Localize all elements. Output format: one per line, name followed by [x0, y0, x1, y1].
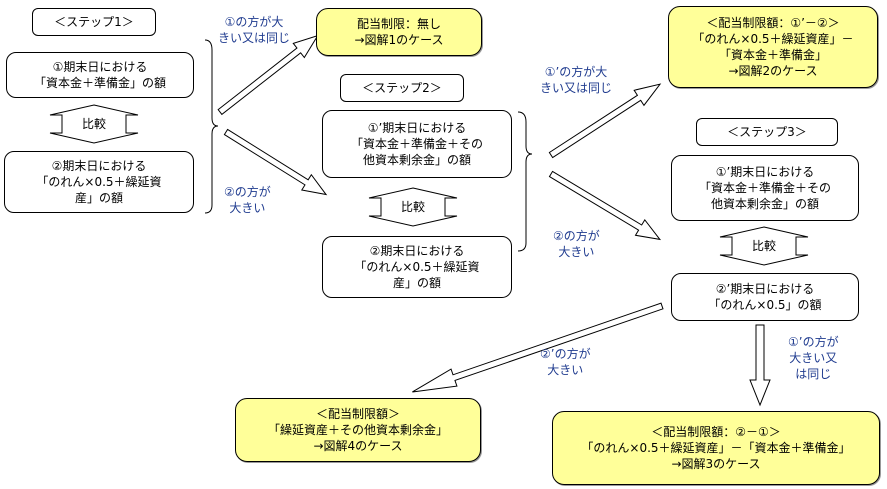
box-line: 「資本金＋準備金＋その [350, 137, 483, 151]
box-line: ②期末日における [51, 159, 147, 173]
step2-title: ＜ステップ2＞ [340, 74, 464, 102]
label-line: 大きい [547, 363, 584, 377]
double-arrow-icon [49, 104, 139, 144]
step2-compare: 比較 [367, 187, 459, 227]
box-line: →図解4のケース [313, 439, 403, 453]
compare-label: 比較 [81, 117, 106, 131]
label-line: 大きい [229, 201, 266, 215]
label-line: 大きい [558, 245, 595, 259]
box-line: ①期末日における [52, 60, 148, 74]
label-step3-down: ①’の方が 大きい又 は同じ [788, 334, 839, 382]
step3-goodwill-box: ②’期末日における 「のれん×0.5」の額 [671, 273, 859, 321]
arrow-step2-down [548, 170, 662, 241]
step1-brace [204, 39, 219, 214]
label-line: きい又は同じ [540, 81, 613, 95]
box-line: 配当制限：無し [356, 17, 441, 31]
compare-label: 比較 [751, 239, 776, 253]
box-line: 「のれん×0.5＋繰延資 [354, 260, 480, 274]
box-line: 「のれん×0.5＋繰延資産」－「資本金＋準備金」 [581, 441, 851, 455]
box-line: ＜配当制限額＞ [315, 407, 400, 421]
label-step2-down: ②の方が 大きい [553, 228, 600, 260]
box-line: 他資本剰余金」の額 [710, 197, 819, 211]
step2-title-text: ＜ステップ2＞ [362, 81, 442, 95]
box-line: 他資本剰余金」の額 [362, 153, 471, 167]
step2-capital-surplus-box: ①’期末日における 「資本金＋準備金＋その 他資本剰余金」の額 [322, 110, 512, 178]
arrow-step3-down [749, 324, 771, 407]
label-line: ①の方が大 [224, 15, 284, 29]
result-case3-box: ＜配当制限額：②－①＞ 「のれん×0.5＋繰延資産」－「資本金＋準備金」 →図解… [552, 411, 880, 485]
box-line: ②’期末日における [715, 282, 815, 296]
step1-title: ＜ステップ1＞ [32, 8, 156, 36]
box-line: 「繰延資産＋その他資本剰余金」 [267, 423, 448, 437]
box-line: →図解3のケース [671, 457, 761, 471]
box-line: 「のれん×0.5＋繰延資 [36, 175, 162, 189]
step3-title: ＜ステップ3＞ [696, 118, 838, 146]
step1-title-text: ＜ステップ1＞ [54, 15, 134, 29]
box-line: 産」の額 [74, 191, 123, 205]
box-line: 「のれん×0.5」の額 [708, 298, 822, 312]
box-line: ＜配当制限額：②－①＞ [651, 425, 781, 439]
arrow-step3-left [412, 302, 664, 393]
box-line: 「資本金＋準備金」の額 [33, 76, 166, 90]
step3-capital-surplus-box: ①’期末日における 「資本金＋準備金＋その 他資本剰余金」の額 [671, 155, 859, 221]
step3-compare: 比較 [718, 226, 810, 266]
label-line: きい又は同じ [218, 31, 291, 45]
step2-brace [517, 111, 533, 252]
label-line: 大きい又 [789, 351, 838, 365]
label-line: ②の方が [224, 185, 271, 199]
step3-title-text: ＜ステップ3＞ [727, 125, 807, 139]
step1-goodwill-box: ②期末日における 「のれん×0.5＋繰延資 産」の額 [4, 151, 194, 213]
label-line: は同じ [795, 367, 832, 381]
step1-compare: 比較 [48, 104, 140, 144]
arrow-step2-up [548, 83, 662, 159]
label-line: ①’の方が [788, 335, 839, 349]
box-line: 「資本金＋準備金＋その [698, 181, 831, 195]
result-case2-box: ＜配当制限額：①’－②＞ 「のれん×0.5＋繰延資産」－ 「資本金＋準備金」 →… [668, 6, 878, 88]
arrow-step1-down [223, 128, 328, 196]
double-arrow-icon [719, 226, 809, 266]
compare-label: 比較 [400, 200, 425, 214]
step2-goodwill-box: ②期末日における 「のれん×0.5＋繰延資 産」の額 [322, 236, 512, 298]
result-case1-box: 配当制限：無し →図解1のケース [316, 8, 482, 56]
label-line: ②’の方が [540, 347, 591, 361]
box-line: 産」の額 [392, 276, 441, 290]
box-line: ①’期末日における [367, 121, 467, 135]
box-line: →図解2のケース [728, 64, 818, 78]
label-step1-down: ②の方が 大きい [224, 184, 271, 216]
step1-capital-reserve-box: ①期末日における 「資本金＋準備金」の額 [6, 52, 194, 98]
result-case4-box: ＜配当制限額＞ 「繰延資産＋その他資本剰余金」 →図解4のケース [235, 398, 481, 462]
label-line: ①’の方が大 [544, 65, 608, 79]
label-step2-up: ①’の方が大 きい又は同じ [540, 64, 612, 96]
box-line: 「のれん×0.5＋繰延資産」－ [692, 32, 854, 46]
arrow-step1-up [217, 34, 319, 116]
box-line: 「資本金＋準備金」 [718, 48, 827, 62]
double-arrow-icon [368, 187, 458, 227]
box-line: ＜配当制限額：①’－②＞ [706, 16, 840, 30]
box-line: ②期末日における [369, 244, 465, 258]
box-line: ①’期末日における [715, 165, 815, 179]
box-line: →図解1のケース [354, 33, 444, 47]
label-line: ②の方が [553, 229, 600, 243]
label-step3-left: ②’の方が 大きい [540, 346, 591, 378]
label-step1-up: ①の方が大 きい又は同じ [218, 14, 290, 46]
